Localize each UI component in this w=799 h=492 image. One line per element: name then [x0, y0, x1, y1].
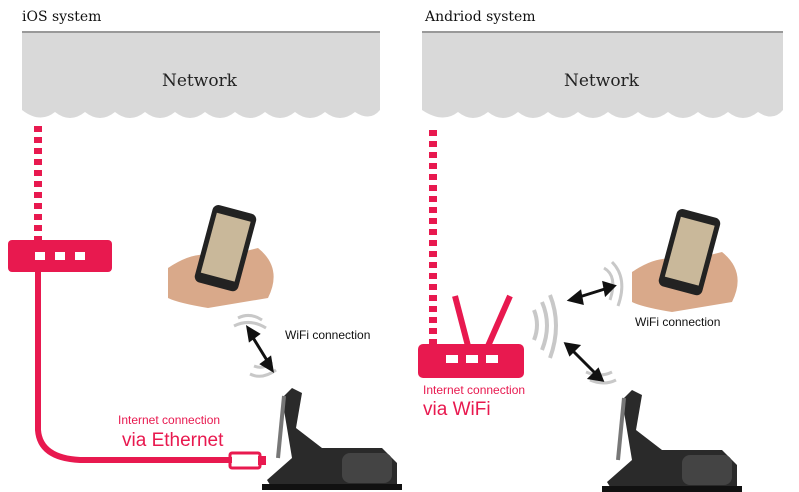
android-connection-type: via WiFi	[423, 399, 491, 420]
iphone-in-hand-image	[168, 203, 274, 308]
android-elliptical-trainer-image	[600, 388, 744, 492]
ios-section-title: iOS system	[22, 9, 102, 25]
android-phone-in-hand-image	[632, 207, 738, 312]
android-arrows-icon	[563, 280, 617, 382]
ios-router-icon	[8, 240, 112, 272]
android-network-cloud	[422, 33, 783, 118]
ios-network-label: Network	[162, 71, 237, 91]
android-network-label: Network	[564, 71, 639, 91]
android-router-signal-icon	[532, 294, 558, 359]
android-wifi-label: WiFi connection	[635, 315, 721, 329]
android-wifi-router-icon	[418, 294, 524, 378]
ios-connection-type: via Ethernet	[122, 430, 224, 451]
android-connection-label: Internet connection	[423, 383, 526, 397]
ethernet-plug-icon	[228, 451, 266, 470]
ios-network-cloud	[22, 33, 380, 118]
ios-wifi-label: WiFi connection	[285, 328, 371, 342]
ios-bidirectional-arrow-icon	[245, 325, 275, 373]
android-section-title: Andriod system	[425, 9, 536, 25]
android-phone-signal-icon	[585, 260, 624, 385]
ios-connection-label: Internet connection	[118, 413, 221, 427]
ethernet-cable	[35, 272, 232, 463]
ios-elliptical-trainer-image	[260, 386, 404, 492]
